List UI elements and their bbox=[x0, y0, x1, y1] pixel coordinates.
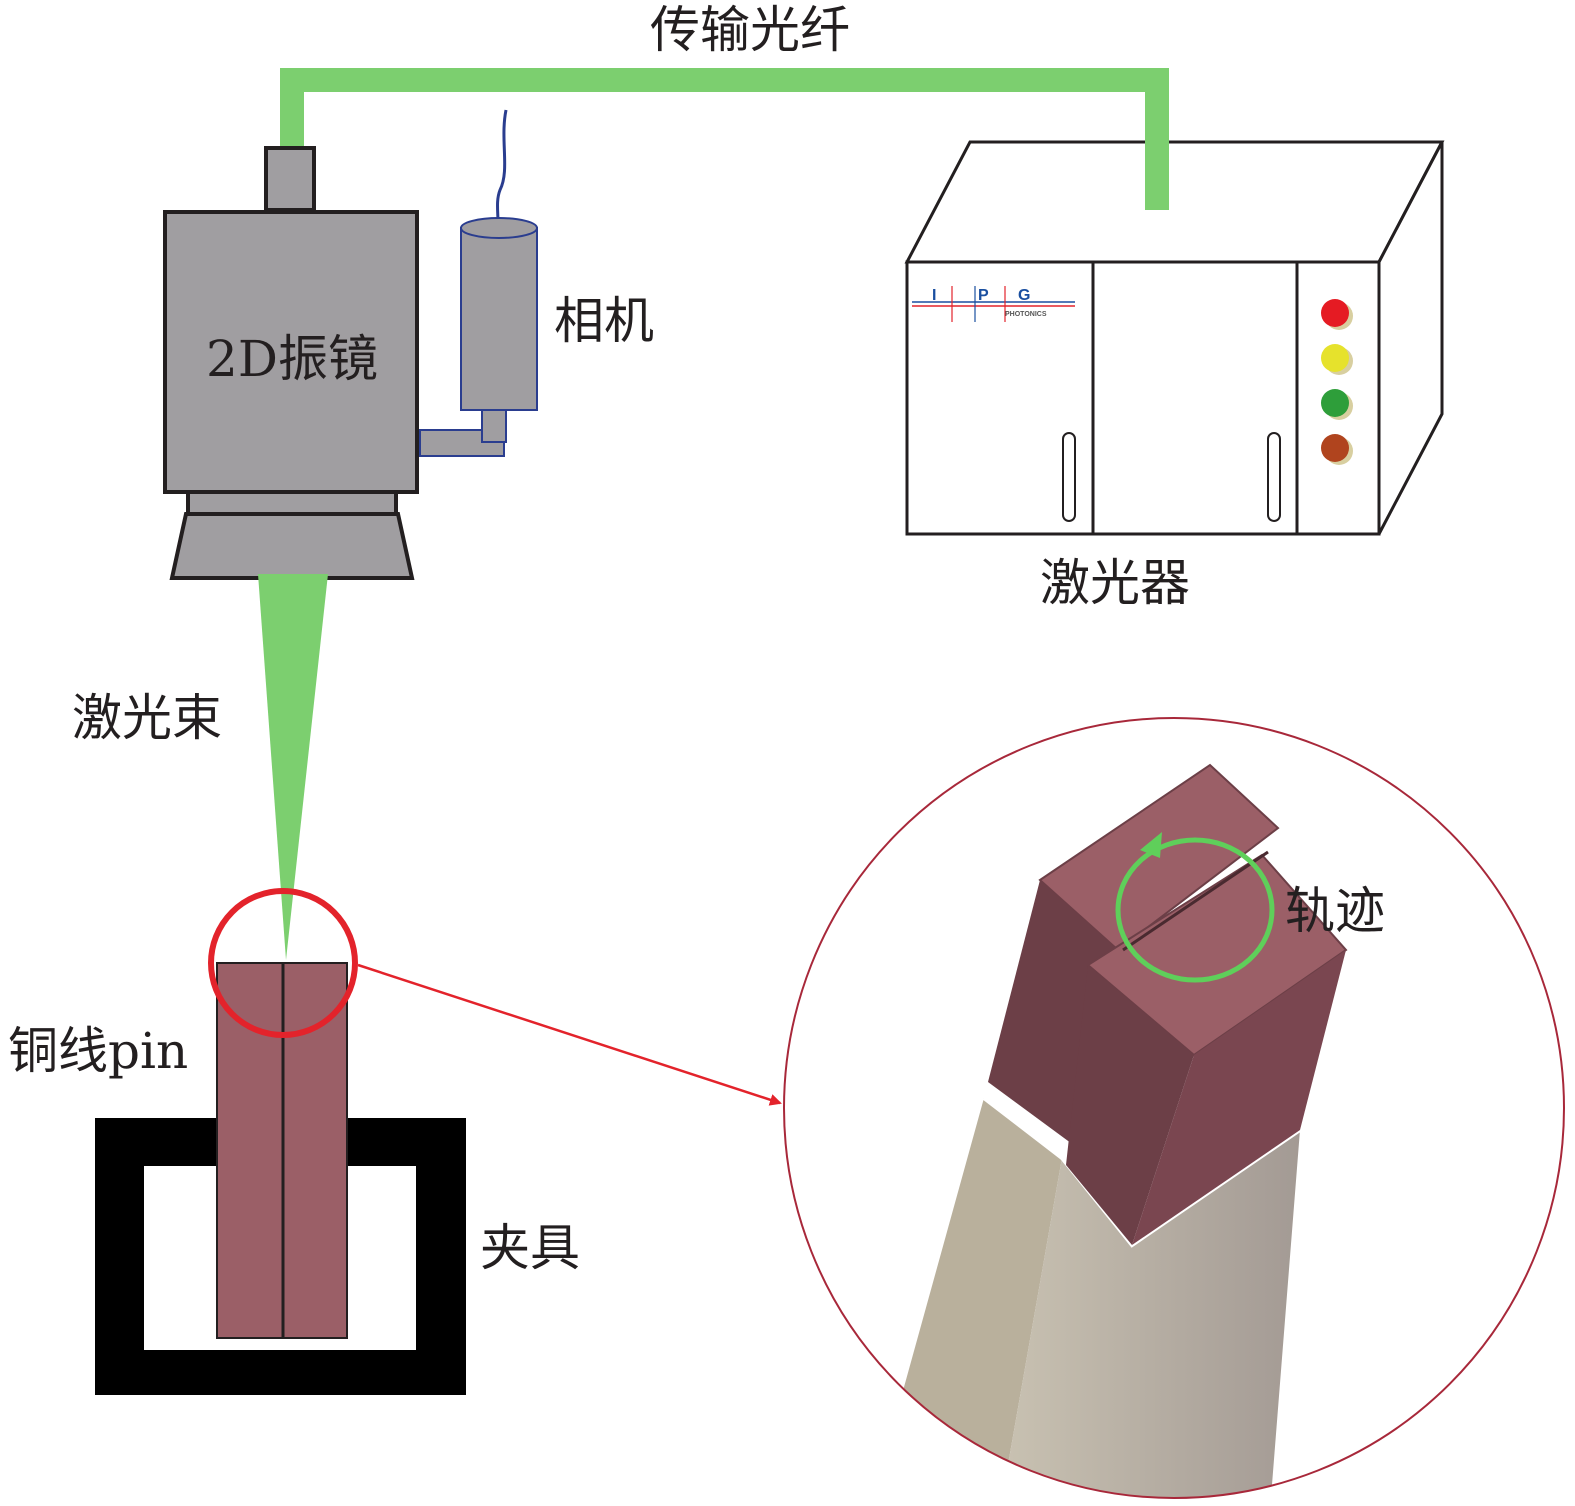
indicator-lights bbox=[1321, 299, 1353, 465]
beam-label: 激光束 bbox=[72, 689, 222, 747]
camera-label: 相机 bbox=[554, 292, 654, 350]
fixture-label: 夹具 bbox=[480, 1219, 580, 1277]
logo-letter: I bbox=[932, 287, 936, 304]
logo-letter: P bbox=[978, 287, 989, 304]
ipg-photonics-logo: I P G PHOTONICS bbox=[912, 286, 1075, 322]
indicator-light bbox=[1321, 344, 1349, 372]
logo-letter: G bbox=[1018, 287, 1030, 304]
indicator-light bbox=[1321, 299, 1349, 327]
indicator-light bbox=[1321, 434, 1349, 462]
camera bbox=[419, 217, 538, 457]
trajectory-arrowhead bbox=[1140, 832, 1162, 858]
fiber-label: 传输光纤 bbox=[650, 1, 850, 59]
galvo-label: 2D振镜 bbox=[206, 330, 378, 388]
laser-label: 激光器 bbox=[1040, 554, 1190, 612]
trajectory-label: 轨迹 bbox=[1285, 882, 1385, 940]
pin-label: 铜线pin bbox=[8, 1022, 188, 1080]
trajectory-circle bbox=[1115, 837, 1275, 983]
zoom-arrow bbox=[357, 963, 782, 1106]
logo-subtitle: PHOTONICS bbox=[1005, 311, 1047, 318]
highlight-circle bbox=[208, 888, 358, 1038]
indicator-light bbox=[1321, 389, 1349, 417]
laser-beam bbox=[258, 574, 328, 960]
laser-source-cabinet bbox=[904, 140, 1445, 536]
camera-cable bbox=[496, 109, 508, 223]
galvo-scanner bbox=[163, 146, 419, 580]
fiber-end bbox=[1145, 100, 1169, 210]
fixture bbox=[95, 1118, 466, 1395]
zoom-border bbox=[783, 717, 1565, 1499]
